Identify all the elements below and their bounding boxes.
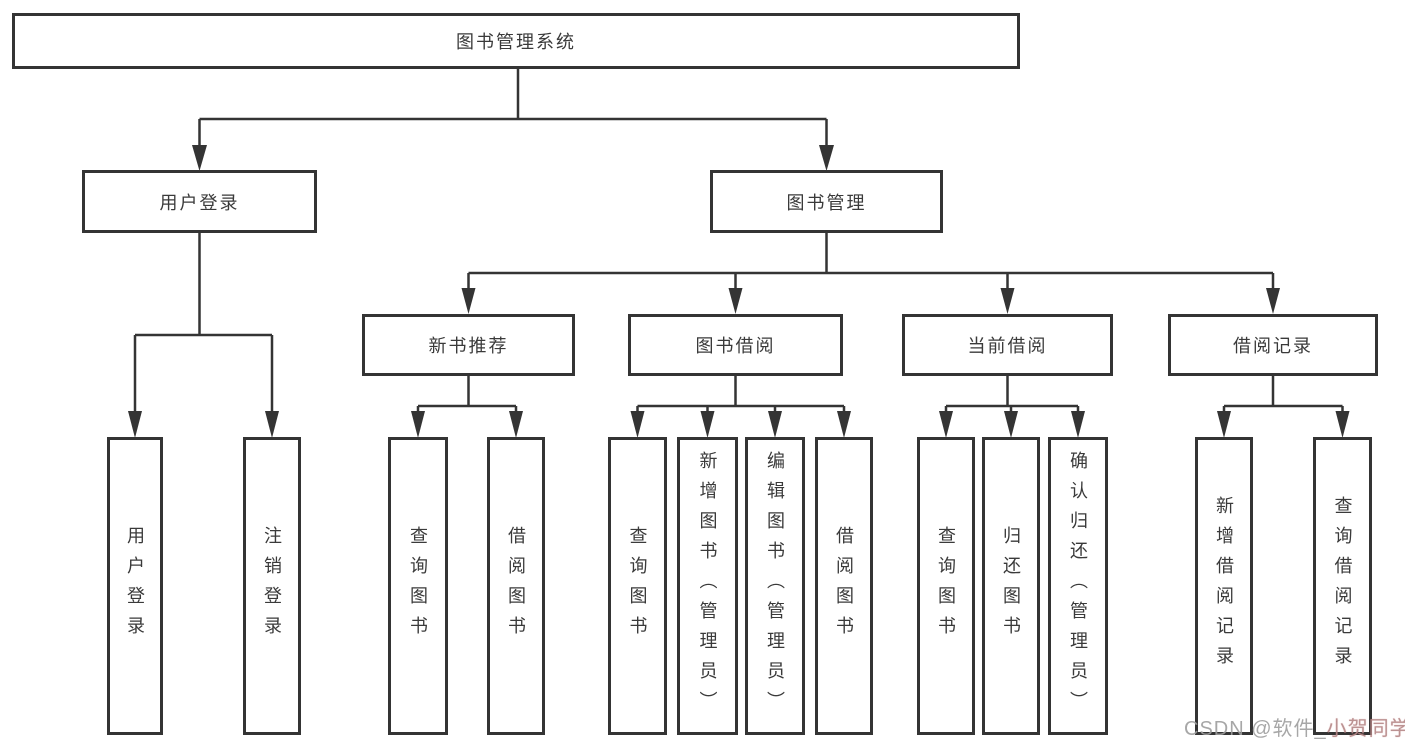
leaf-return-books: 归还图书 [982,437,1040,735]
arrowheads [128,145,1350,438]
leaf-return-books-label: 归还图书 [1001,526,1021,646]
leaf-add-books-admin-label: 新增图书（管理员） [697,451,718,721]
leaf-add-borrow-record: 新增借阅记录 [1195,437,1253,735]
leaf-user-login: 用户登录 [107,437,163,735]
node-new-book-recommendation-label: 新书推荐 [428,336,509,356]
node-book-management: 图书管理 [710,170,943,233]
leaf-borrow-books: 借阅图书 [815,437,873,735]
leaf-query-books-current: 查询图书 [917,437,975,735]
leaf-borrow-books-label: 借阅图书 [834,526,854,646]
leaf-confirm-return-admin-label: 确认归还（管理员） [1068,451,1088,721]
leaf-query-books-current-label: 查询图书 [936,526,956,646]
node-user-login: 用户登录 [82,170,317,233]
node-borrowing-records-label: 借阅记录 [1233,336,1313,356]
node-current-borrowing-label: 当前借阅 [967,336,1048,356]
connector-stems [133,68,1344,412]
node-new-book-recommendation: 新书推荐 [362,314,575,376]
node-borrowing-records: 借阅记录 [1168,314,1378,376]
leaf-query-books-recommend-label: 查询图书 [408,526,428,646]
leaf-edit-books-admin: 编辑图书（管理员） [745,437,805,735]
node-library-management-system-label: 图书管理系统 [456,32,576,52]
watermark: CSDN @软件_小贺同学 [1184,712,1405,741]
node-user-login-label: 用户登录 [159,192,240,213]
node-book-borrowing-label: 图书借阅 [695,336,776,356]
leaf-borrow-books-recommend-label: 借阅图书 [506,526,526,646]
leaf-add-books-admin: 新增图书（管理员） [677,437,738,735]
leaf-user-login-label: 用户登录 [125,526,145,646]
leaf-query-borrow-record: 查询借阅记录 [1313,437,1372,735]
watermark-author: 小贺同学 [1326,718,1405,740]
node-book-management-label: 图书管理 [786,192,867,213]
node-library-management-system: 图书管理系统 [12,13,1020,69]
leaf-query-borrow-record-label: 查询借阅记录 [1332,496,1353,676]
leaf-query-books-borrowing: 查询图书 [608,437,667,735]
leaf-edit-books-admin-label: 编辑图书（管理员） [765,451,785,721]
leaf-logout: 注销登录 [243,437,301,735]
leaf-add-borrow-record-label: 新增借阅记录 [1214,496,1234,676]
leaf-borrow-books-recommend: 借阅图书 [487,437,545,735]
node-current-borrowing: 当前借阅 [902,314,1113,376]
leaf-logout-label: 注销登录 [262,526,282,646]
node-book-borrowing: 图书借阅 [628,314,843,376]
watermark-prefix: CSDN @软件_ [1184,718,1327,740]
leaf-query-books-borrowing-label: 查询图书 [627,526,648,646]
leaf-query-books-recommend: 查询图书 [388,437,448,735]
leaf-confirm-return-admin: 确认归还（管理员） [1048,437,1108,735]
